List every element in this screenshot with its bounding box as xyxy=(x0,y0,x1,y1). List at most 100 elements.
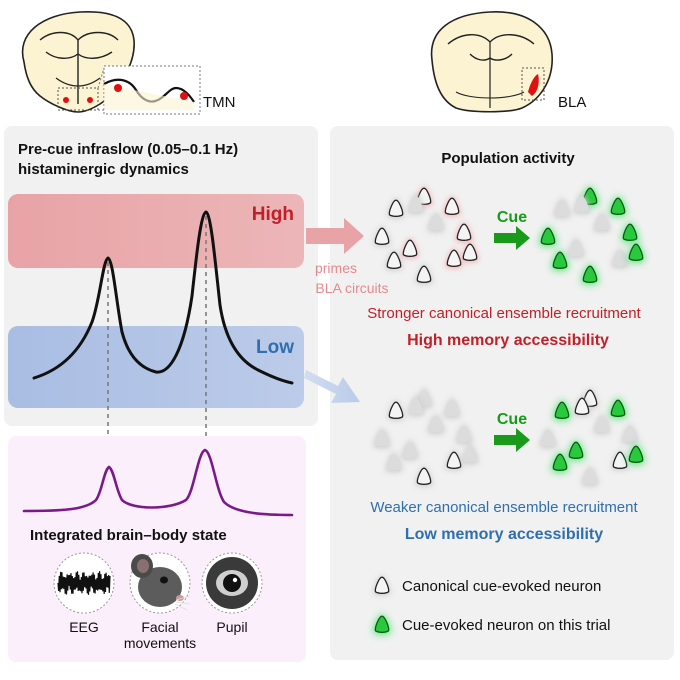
high-post-neuron-6 xyxy=(613,250,627,267)
low-post-neuron-12 xyxy=(574,397,590,415)
high-pre-neuron-9 xyxy=(429,214,443,231)
low-pre-neuron-10 xyxy=(403,442,417,459)
state-title: Integrated brain–body state xyxy=(30,527,227,544)
low-pre-neuron-8 xyxy=(416,467,432,485)
low-pre-neuron-7 xyxy=(387,454,401,471)
low-post-neuron-7 xyxy=(552,453,568,471)
eeg-thumbnail xyxy=(53,552,115,614)
tmn-zoom-box xyxy=(57,87,99,111)
low-post-neuron-4 xyxy=(623,426,637,443)
pupil-label: Pupil xyxy=(216,619,247,635)
legend-green-neuron xyxy=(374,615,390,633)
high-pre-neuron-12 xyxy=(409,196,423,213)
pupil-icon xyxy=(223,574,241,592)
low-post-neuron-11 xyxy=(628,445,644,463)
high-post-neuron-3 xyxy=(555,200,569,217)
mouse-face-thumbnail xyxy=(129,552,191,614)
mouse-eye xyxy=(160,576,168,584)
high-band xyxy=(8,194,304,268)
low-pre-neuron-12 xyxy=(409,398,423,415)
high-post-neuron-11 xyxy=(628,243,644,261)
tmn-site-left xyxy=(114,84,122,92)
mouse-ear-inner xyxy=(137,559,149,573)
high-post-neuron-12 xyxy=(575,196,589,213)
high-post-neuron-4 xyxy=(622,223,638,241)
facial-label-line1: Facial xyxy=(141,619,178,635)
low-pre-neuron-9 xyxy=(429,416,443,433)
low-pre-neuron-5 xyxy=(375,430,389,447)
histamine-trace xyxy=(32,210,294,385)
legend-evoked-neuron-icon xyxy=(373,614,391,635)
high-label: High xyxy=(252,204,294,225)
bla-label: BLA xyxy=(558,94,586,111)
low-pre-neuron-3 xyxy=(388,401,404,419)
eeg-waveform xyxy=(57,571,111,595)
low-post-neuron-5 xyxy=(541,430,555,447)
high-pre-cue-population xyxy=(373,186,479,285)
facial-label-line2: movements xyxy=(124,635,196,651)
high-post-neuron-5 xyxy=(540,227,556,245)
low-post-neuron-6 xyxy=(612,451,628,469)
high-result: High memory accessibility xyxy=(407,332,609,349)
pupil-thumbnail xyxy=(201,552,263,614)
high-arrow xyxy=(306,218,364,254)
high-pre-neuron-6 xyxy=(446,249,462,267)
high-caption: Stronger canonical ensemble recruitment xyxy=(367,305,641,322)
low-post-neuron-10 xyxy=(568,441,584,459)
bla-panel-background xyxy=(330,126,674,660)
eeg-label: EEG xyxy=(69,619,99,635)
high-pre-neuron-2 xyxy=(444,197,460,215)
low-post-neuron-3 xyxy=(554,401,570,419)
high-pre-neuron-5 xyxy=(374,227,390,245)
population-title: Population activity xyxy=(441,150,575,167)
high-pre-neuron-11 xyxy=(462,243,478,261)
bla-site xyxy=(528,74,539,96)
low-pre-neuron-2 xyxy=(445,400,459,417)
tmn-label: TMN xyxy=(203,94,236,111)
low-pre-neuron-6 xyxy=(446,451,462,469)
tmn-title-line1: Pre-cue infraslow (0.05–0.1 Hz) xyxy=(18,141,238,158)
purple-trace xyxy=(22,448,294,517)
low-band xyxy=(8,326,304,408)
high-post-neuron-10 xyxy=(569,240,583,257)
low-pre-cue-population xyxy=(373,388,479,487)
low-caption: Weaker canonical ensemble recruitment xyxy=(370,499,638,516)
tmn-site-right xyxy=(180,92,188,100)
legend-evoked-label: Cue-evoked neuron on this trial xyxy=(402,617,610,634)
primes-line1: primes xyxy=(315,260,357,276)
high-post-cue-population xyxy=(539,186,645,285)
low-pre-neuron-11 xyxy=(463,446,477,463)
bla-zoom-box xyxy=(521,67,545,101)
cue-arrow-low xyxy=(494,428,530,452)
low-result: Low memory accessibility xyxy=(405,526,603,543)
cue-label-low: Cue xyxy=(497,411,527,428)
mouse-head xyxy=(138,567,182,607)
low-post-neuron-9 xyxy=(595,416,609,433)
low-label: Low xyxy=(256,337,294,358)
cue-label-high: Cue xyxy=(497,209,527,226)
low-pre-neuron-4 xyxy=(457,426,471,443)
low-arrow xyxy=(304,370,360,403)
high-post-neuron-8 xyxy=(582,265,598,283)
high-post-neuron-2 xyxy=(610,197,626,215)
high-pre-neuron-3 xyxy=(388,199,404,217)
legend-canonical-label: Canonical cue-evoked neuron xyxy=(402,578,601,595)
high-pre-neuron-10 xyxy=(402,239,418,257)
legend-gray-neuron xyxy=(374,576,390,594)
legend-canonical-neuron-icon xyxy=(373,575,391,596)
high-post-neuron-7 xyxy=(552,251,568,269)
low-post-cue-population xyxy=(539,388,645,487)
cue-arrow-high xyxy=(494,226,530,250)
tmn-zoom-inset xyxy=(103,65,201,115)
high-pre-neuron-4 xyxy=(456,223,472,241)
low-post-neuron-2 xyxy=(610,399,626,417)
tmn-title-line2: histaminergic dynamics xyxy=(18,161,189,178)
primes-line2: BLA circuits xyxy=(315,280,388,296)
low-post-neuron-8 xyxy=(583,468,597,485)
high-pre-neuron-8 xyxy=(416,265,432,283)
bla-brain-section xyxy=(430,11,553,113)
high-pre-neuron-7 xyxy=(386,251,402,269)
high-post-neuron-9 xyxy=(595,214,609,231)
